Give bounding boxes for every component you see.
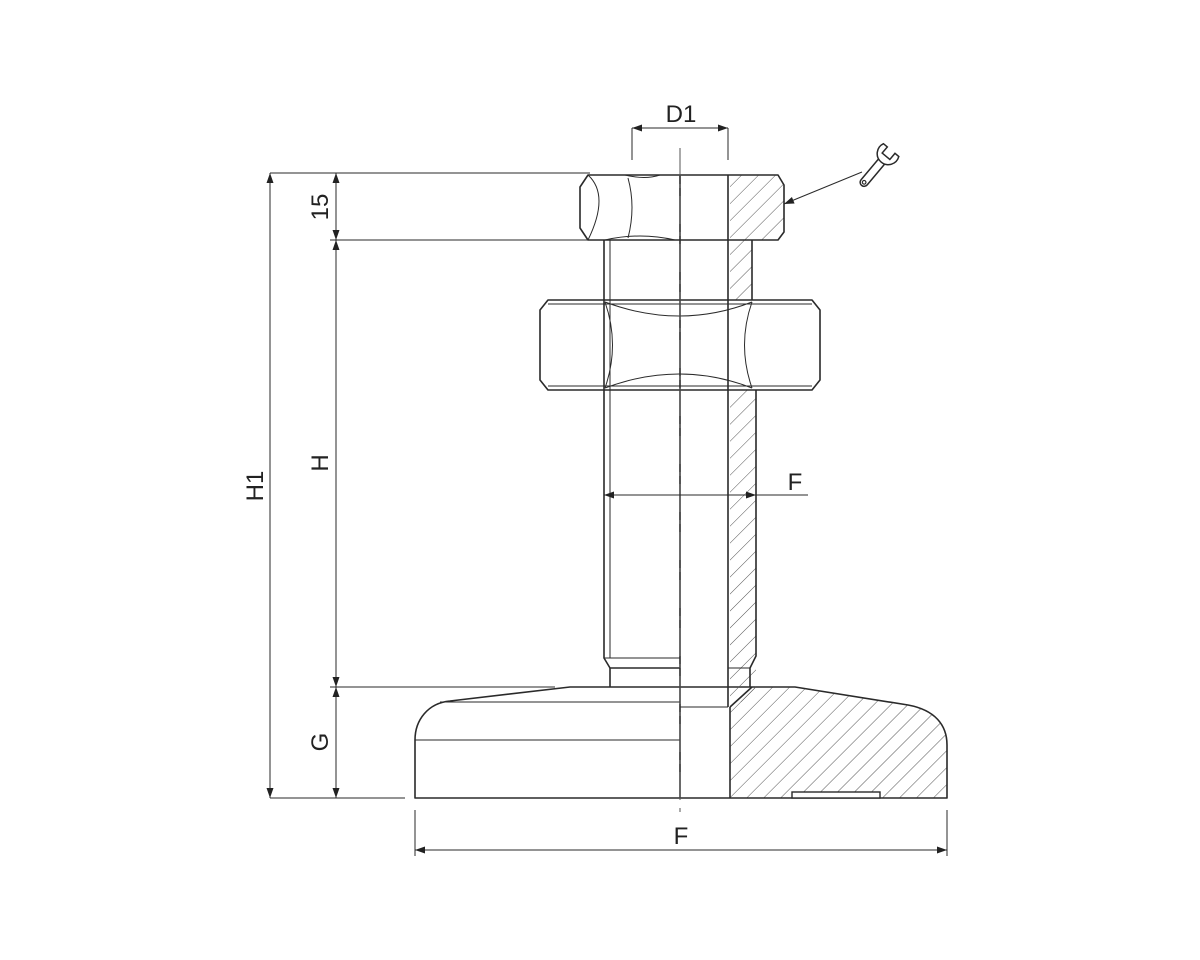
base-foot [414, 686, 948, 799]
cap-section-hatch [730, 175, 784, 240]
base-slot [791, 791, 881, 799]
dimension-f-base: F [414, 810, 948, 856]
dimension-label-f-base: F [674, 823, 689, 850]
base-section-hatch [730, 687, 947, 798]
dimension-h: H [307, 240, 555, 688]
dimension-label-h1: H1 [242, 471, 269, 502]
dimension-label-g: G [307, 733, 334, 752]
top-hex-cap [579, 174, 785, 241]
dimension-label-f-thread: F [788, 469, 803, 496]
dimension-d1: D1 [631, 101, 729, 160]
dimension-f-thread: F [604, 469, 808, 499]
wrench-leader [783, 171, 863, 205]
wrench-icon [859, 142, 900, 188]
dimension-nut-height: 15 [270, 172, 590, 241]
stud-section-hatch-lower [730, 390, 756, 702]
base-outline [414, 686, 948, 799]
dimension-label-d1: D1 [666, 101, 697, 128]
threaded-stud [603, 175, 757, 798]
dimension-h1: H1 [242, 173, 274, 798]
dimension-label-15: 15 [307, 194, 334, 221]
dimension-label-h: H [307, 454, 334, 471]
dimension-g: G [270, 687, 405, 799]
stud-section-hatch-upper [730, 240, 752, 300]
lock-nut [539, 299, 821, 391]
